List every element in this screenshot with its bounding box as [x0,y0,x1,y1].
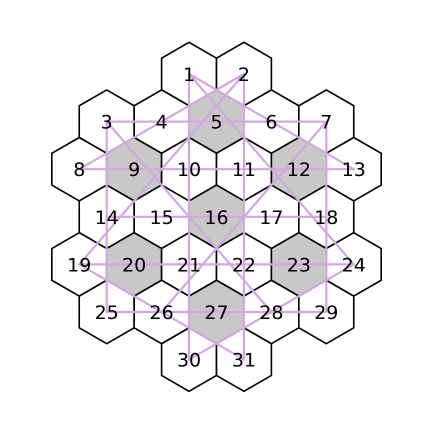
cell-number-1: 1 [183,64,195,86]
cell-number-26: 26 [150,302,174,324]
cell-number-28: 28 [259,302,283,324]
cell-number-8: 8 [73,159,85,181]
cell-number-25: 25 [95,302,119,324]
cell-number-31: 31 [232,350,256,372]
connection-line-7-26 [160,120,328,314]
cell-number-7: 7 [320,112,332,134]
cell-number-6: 6 [265,112,277,134]
cell-number-9: 9 [128,159,140,181]
cell-number-30: 30 [177,350,201,372]
cell-number-11: 11 [232,159,256,181]
cell-number-21: 21 [177,254,201,276]
cell-number-15: 15 [150,207,174,229]
connection-lines [78,72,355,361]
cell-number-24: 24 [342,254,366,276]
cell-number-23: 23 [287,254,311,276]
cell-number-29: 29 [314,302,338,324]
cell-number-22: 22 [232,254,256,276]
cell-number-14: 14 [95,207,119,229]
connection-line-3-28 [105,120,273,314]
cell-number-4: 4 [156,112,168,134]
connection-line-2-19 [78,72,246,266]
cell-number-17: 17 [259,207,283,229]
cell-number-27: 27 [204,302,228,324]
cell-number-10: 10 [177,159,201,181]
cell-number-5: 5 [210,112,222,134]
cell-number-3: 3 [101,112,113,134]
connection-line-2-8 [78,72,246,171]
cell-number-20: 20 [122,254,146,276]
cell-number-18: 18 [314,207,338,229]
cell-number-16: 16 [204,207,228,229]
cell-number-12: 12 [287,159,311,181]
cell-number-2: 2 [238,64,250,86]
cell-number-19: 19 [67,254,91,276]
cell-number-13: 13 [342,159,366,181]
